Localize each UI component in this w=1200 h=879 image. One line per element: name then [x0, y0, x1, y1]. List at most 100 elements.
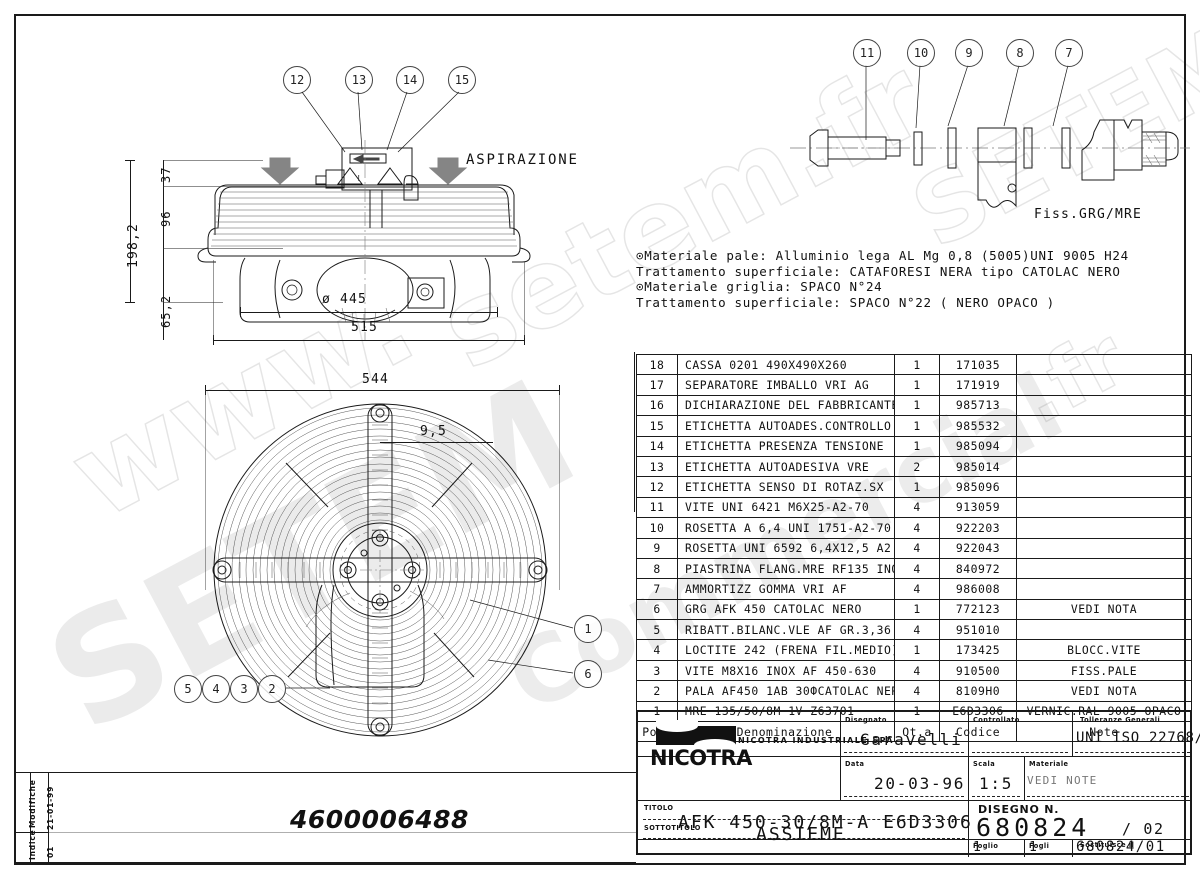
balloon-11[interactable]: 11 — [853, 39, 881, 67]
balloon-13[interactable]: 13 — [345, 66, 373, 94]
sottotitolo-label: SOTTOTITOLO — [644, 824, 701, 832]
tb-rule — [638, 800, 1190, 801]
dim-515: 515 — [351, 320, 378, 335]
titolo-label: TITOLO — [644, 804, 674, 812]
cell-qta: 1 — [894, 598, 940, 621]
disegno-n-value: 680824 — [976, 813, 1091, 842]
dim-line-1982 — [130, 160, 131, 302]
revision-index: 01 — [46, 845, 55, 858]
sostituisce-label: Sostituisce il — [1080, 841, 1135, 849]
cell-pos: 9 — [636, 537, 678, 559]
tb-dash — [844, 752, 964, 753]
cell-cod: 985014 — [939, 455, 1017, 478]
cell-den: VITE UNI 6421 M6X25-A2-70 — [677, 496, 895, 519]
cell-pos: 18 — [636, 353, 678, 376]
cell-note — [1016, 353, 1192, 376]
aspirazione-label: ASPIRAZIONE — [466, 152, 579, 168]
disegno-n-suffix: / 02 — [1122, 820, 1165, 838]
tb-rule — [968, 756, 969, 800]
scala-value: 1:5 — [979, 774, 1014, 793]
cell-cod: 985094 — [939, 435, 1017, 457]
balloon-10[interactable]: 10 — [907, 39, 935, 67]
cell-den: ETICHETTA AUTOADES.CONTROLLO — [677, 415, 895, 437]
balloon-8[interactable]: 8 — [1006, 39, 1034, 67]
tb-rule — [638, 839, 1190, 840]
balloon-12[interactable]: 12 — [283, 66, 311, 94]
cell-pos: 4 — [636, 639, 678, 661]
cell-den: GRG AFK 450 CATOLAC NERO — [677, 598, 895, 621]
cell-cod: 173425 — [939, 639, 1017, 661]
cell-pos: 12 — [636, 476, 678, 498]
cell-note — [1016, 619, 1192, 641]
cell-qta: 4 — [894, 557, 940, 580]
tb-dash — [643, 838, 965, 839]
balloon-1[interactable]: 1 — [574, 615, 602, 643]
dim-9-5: 9,5 — [420, 424, 447, 439]
rev-rule — [48, 772, 49, 863]
nicotra-wordmark: NICOTRA — [650, 746, 752, 770]
cell-qta: 1 — [894, 374, 940, 396]
cell-note: BLOCC.VITE — [1016, 639, 1192, 661]
cell-cod: 840972 — [939, 557, 1017, 580]
dim-tick — [125, 302, 135, 303]
witness-line — [205, 390, 206, 590]
revision-date: 21-01-99 — [46, 785, 55, 830]
cell-den: LOCTITE 242 (FRENA FIL.MEDIO) — [677, 639, 895, 661]
tolleranze-value: UNI ISO 22768/ — [1076, 730, 1200, 746]
balloon-2[interactable]: 2 — [258, 675, 286, 703]
balloon-4[interactable]: 4 — [202, 675, 230, 703]
cell-note — [1016, 557, 1192, 580]
balloon-14[interactable]: 14 — [396, 66, 424, 94]
cell-pos: 2 — [636, 680, 678, 702]
cell-note — [1016, 455, 1192, 478]
dim-tick — [213, 335, 214, 345]
balloon-7[interactable]: 7 — [1055, 39, 1083, 67]
cell-note — [1016, 415, 1192, 437]
cell-pos: 17 — [636, 374, 678, 396]
data-label: Data — [845, 760, 865, 768]
fogli-label: Fogli — [1029, 842, 1050, 850]
svg-text:!: ! — [356, 174, 361, 184]
cell-note — [1016, 496, 1192, 519]
balloon-9[interactable]: 9 — [955, 39, 983, 67]
cell-den: ROSETTA A 6,4 UNI 1751-A2-70 — [677, 517, 895, 539]
dim-tick — [559, 385, 560, 395]
header-qta: Qt.a — [894, 721, 940, 743]
data-value: 20-03-96 — [874, 774, 966, 793]
balloon-6[interactable]: 6 — [574, 660, 602, 688]
dim-tick — [524, 335, 525, 345]
cell-note — [1016, 435, 1192, 457]
balloon-15[interactable]: 15 — [448, 66, 476, 94]
sostituisce-value: 680824/01 — [1076, 839, 1166, 855]
modifiche-label: Modifiche — [28, 779, 37, 828]
tb-rule — [968, 712, 969, 756]
witness-line — [163, 186, 343, 187]
cell-den: SEPARATORE IMBALLO VRI AG — [677, 374, 895, 396]
cell-qta: 1 — [894, 415, 940, 437]
note-line-1: ⊙Materiale pale: Alluminio lega AL Mg 0,… — [636, 248, 1129, 263]
cell-pos: 8 — [636, 557, 678, 580]
note-line-2: Trattamento superficiale: CATAFORESI NER… — [636, 263, 1121, 279]
assembly-code: 4600006488 — [290, 805, 469, 834]
dim-line-515 — [213, 340, 525, 341]
tb-rule — [1024, 756, 1025, 800]
section-view-drawing: ! — [197, 140, 531, 340]
cell-pos: 13 — [636, 455, 678, 478]
fogli-value: 1 — [1029, 840, 1039, 855]
balloon-3[interactable]: 3 — [230, 675, 258, 703]
balloon-5[interactable]: 5 — [174, 675, 202, 703]
materiale-value: VEDI NOTE — [1027, 774, 1098, 787]
tolleranze-label: Tolleranze Generali — [1080, 716, 1161, 724]
tb-dash — [972, 752, 1068, 753]
rev-rule — [16, 862, 636, 863]
cell-note — [1016, 517, 1192, 539]
